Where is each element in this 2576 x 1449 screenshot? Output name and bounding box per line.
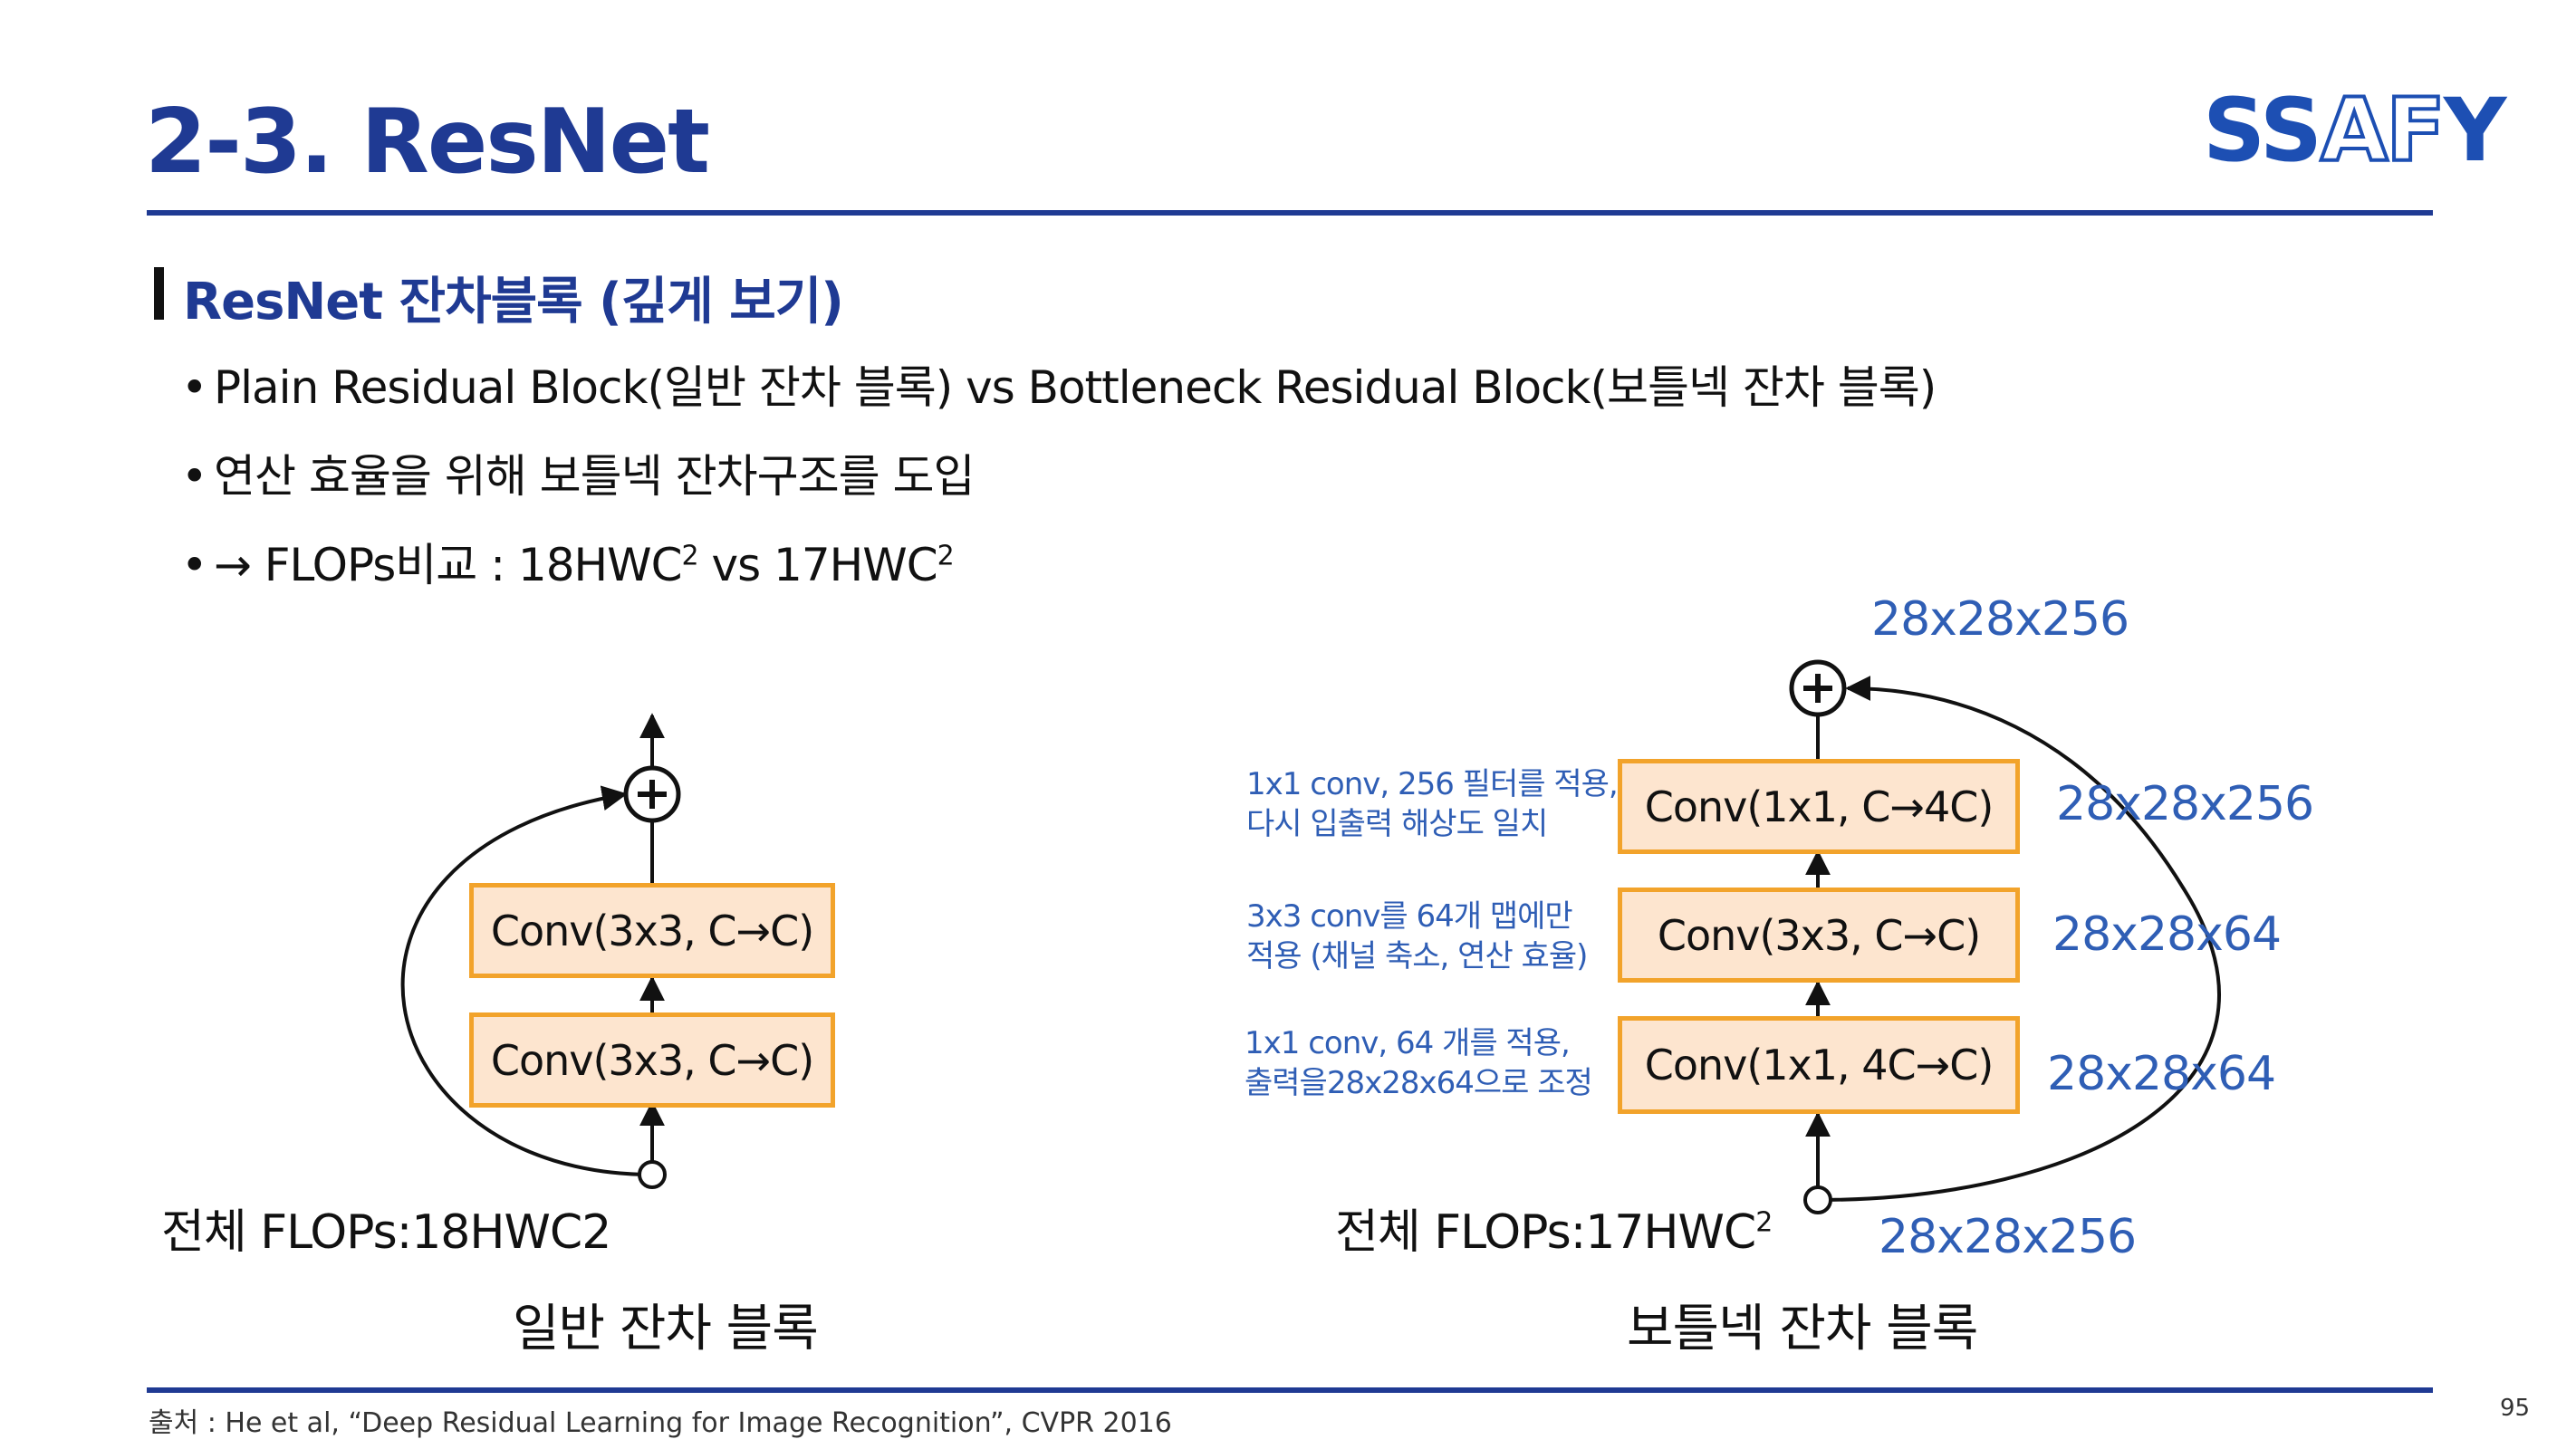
note-line: 출력을28x28x64으로 조정 [1245, 1065, 1593, 1101]
plain-flops-label: 전체 FLOPs:18HWC2 [161, 1205, 611, 1260]
dim-input: 28x28x256 [1879, 1210, 2137, 1264]
bullet-dot-icon: • [181, 361, 208, 414]
bullet-dot-icon: • [181, 450, 208, 503]
flops-text: 전체 FLOPs:17HWC [1335, 1205, 1756, 1260]
section-heading: ResNet 잔차블록 (깊게 보기) [183, 273, 844, 331]
logo-text-left: SS [2203, 80, 2322, 181]
bullet-text: Plain Residual Block(일반 잔차 블록) vs Bottle… [214, 361, 1937, 414]
bottleneck-block-caption: 보틀넥 잔차 블록 [1627, 1300, 1978, 1358]
page-title: 2-3. ResNet [145, 91, 710, 194]
superscript: 2 [681, 540, 699, 572]
bottleneck-conv-bottom: Conv(1x1, 4C→C) [1618, 1016, 2020, 1114]
bottleneck-block-lines [1789, 659, 2221, 1214]
note-line: 3x3 conv를 64개 맵에만 [1246, 898, 1573, 935]
bottleneck-note-bottom: 1x1 conv, 64 개를 적용, 출력을28x28x64으로 조정 [1245, 1023, 1593, 1103]
note-line: 다시 입출력 해상도 일치 [1246, 806, 1548, 842]
superscript: 2 [1755, 1206, 1773, 1239]
footer-divider [147, 1387, 2433, 1393]
ssafy-logo: SSAFY [2203, 78, 2507, 183]
bottleneck-flops-label: 전체 FLOPs:17HWC2 [1335, 1194, 1773, 1262]
bullet-dot-icon: • [181, 539, 208, 591]
bottleneck-conv-mid: Conv(3x3, C→C) [1618, 888, 2020, 983]
bullet-text: → FLOPs비교 : 18HWC [214, 539, 683, 591]
plain-input-node-icon [638, 1160, 667, 1189]
logo-text-right: Y [2443, 80, 2507, 181]
plain-skip-connection [400, 785, 653, 1176]
bullet-text: vs 17HWC [697, 539, 938, 591]
bullet-item: •→ FLOPs비교 : 18HWC2 vs 17HWC2 [181, 529, 955, 594]
bullet-item: •연산 효율을 위해 보틀넥 잔차구조를 도입 [181, 440, 975, 505]
dim-output: 28x28x256 [1871, 592, 2129, 647]
dim-bottom: 28x28x64 [2047, 1047, 2276, 1101]
bottleneck-conv-top: Conv(1x1, C→4C) [1618, 759, 2020, 854]
bullet-item: •Plain Residual Block(일반 잔차 블록) vs Bottl… [181, 351, 1937, 417]
bottleneck-input-node-icon [1803, 1185, 1832, 1214]
note-line: 1x1 conv, 256 필터를 적용, [1246, 766, 1619, 802]
note-line: 적용 (채널 축소, 연산 효율) [1246, 938, 1588, 974]
bullet-text: 연산 효율을 위해 보틀넥 잔차구조를 도입 [214, 450, 975, 503]
bottleneck-note-top: 1x1 conv, 256 필터를 적용, 다시 입출력 해상도 일치 [1246, 764, 1619, 844]
note-line: 1x1 conv, 64 개를 적용, [1245, 1025, 1571, 1061]
dim-top: 28x28x256 [2056, 777, 2314, 831]
plain-conv-bottom: Conv(3x3, C→C) [469, 1012, 835, 1108]
logo-text-hollow: AF [2319, 78, 2447, 183]
source-citation: 출처 : He et al, “Deep Residual Learning f… [149, 1407, 1172, 1439]
superscript: 2 [937, 540, 955, 572]
page-number: 95 [2500, 1395, 2531, 1422]
bottleneck-note-mid: 3x3 conv를 64개 맵에만 적용 (채널 축소, 연산 효율) [1246, 897, 1588, 976]
header-divider [147, 210, 2433, 216]
bottleneck-skip-connection [1817, 676, 2221, 1202]
section-marker [154, 267, 164, 320]
plain-conv-top: Conv(3x3, C→C) [469, 883, 835, 978]
plain-block-lines [400, 713, 681, 1189]
plain-block-caption: 일반 잔차 블록 [513, 1300, 819, 1358]
dim-mid: 28x28x64 [2052, 907, 2282, 962]
